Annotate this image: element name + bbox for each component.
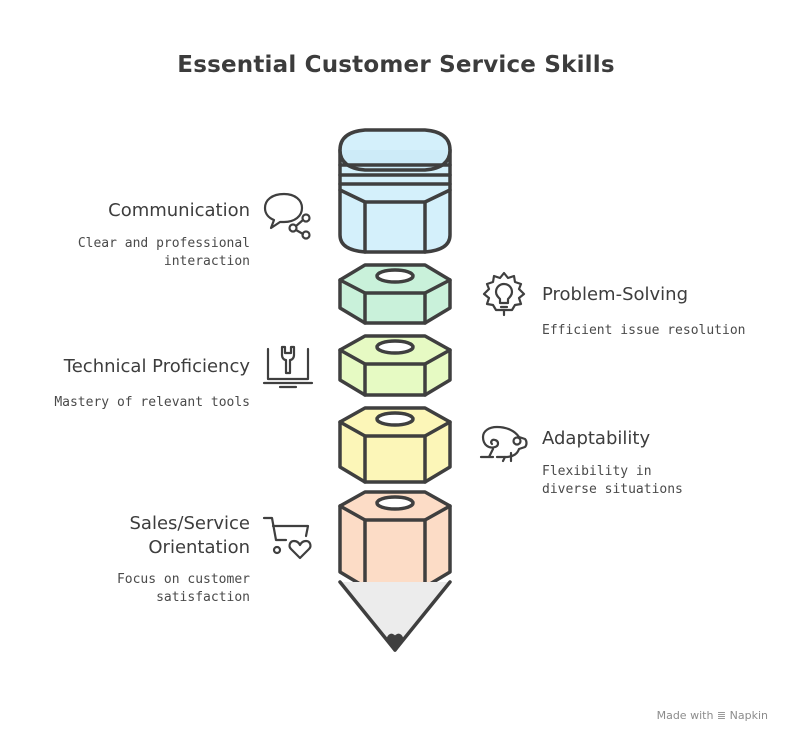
skill-label-problem-solving: Problem-Solving — [542, 284, 689, 305]
page-title: Essential Customer Service Skills — [177, 52, 615, 78]
tower-segment-technical — [338, 334, 452, 397]
laptop-wrench-icon — [262, 345, 314, 389]
footer-brand: Napkin — [729, 709, 768, 722]
chat-share-icon — [263, 192, 311, 240]
tower-tip — [338, 580, 452, 652]
skill-desc-problem-solving: Efficient issue resolution — [542, 323, 746, 338]
skill-desc-communication: Clear and professional interaction — [77, 236, 250, 269]
footer-credit: Made with ≣ Napkin — [657, 709, 768, 722]
skill-label-adaptability: Adaptability — [542, 428, 651, 449]
gear-bulb-icon — [482, 271, 526, 317]
tower-segment-communication — [338, 128, 452, 254]
napkin-logo-icon: ≣ — [716, 709, 727, 722]
skill-tower — [338, 128, 452, 652]
chameleon-icon — [479, 425, 528, 463]
skill-label-sales: Sales/Service Orientation — [129, 513, 251, 558]
skill-label-technical: Technical Proficiency — [63, 356, 250, 377]
cart-heart-icon — [262, 516, 312, 560]
footer-prefix: Made with — [656, 709, 714, 722]
skill-desc-adaptability: Flexibility in diverse situations — [542, 464, 683, 497]
skill-label-communication: Communication — [108, 200, 250, 221]
skill-desc-sales: Focus on customer satisfaction — [116, 572, 250, 605]
tower-segment-adaptability — [338, 406, 452, 484]
tower-segment-problem-solving — [338, 263, 452, 325]
tower-segment-sales — [338, 490, 452, 589]
skill-desc-technical: Mastery of relevant tools — [54, 395, 250, 410]
